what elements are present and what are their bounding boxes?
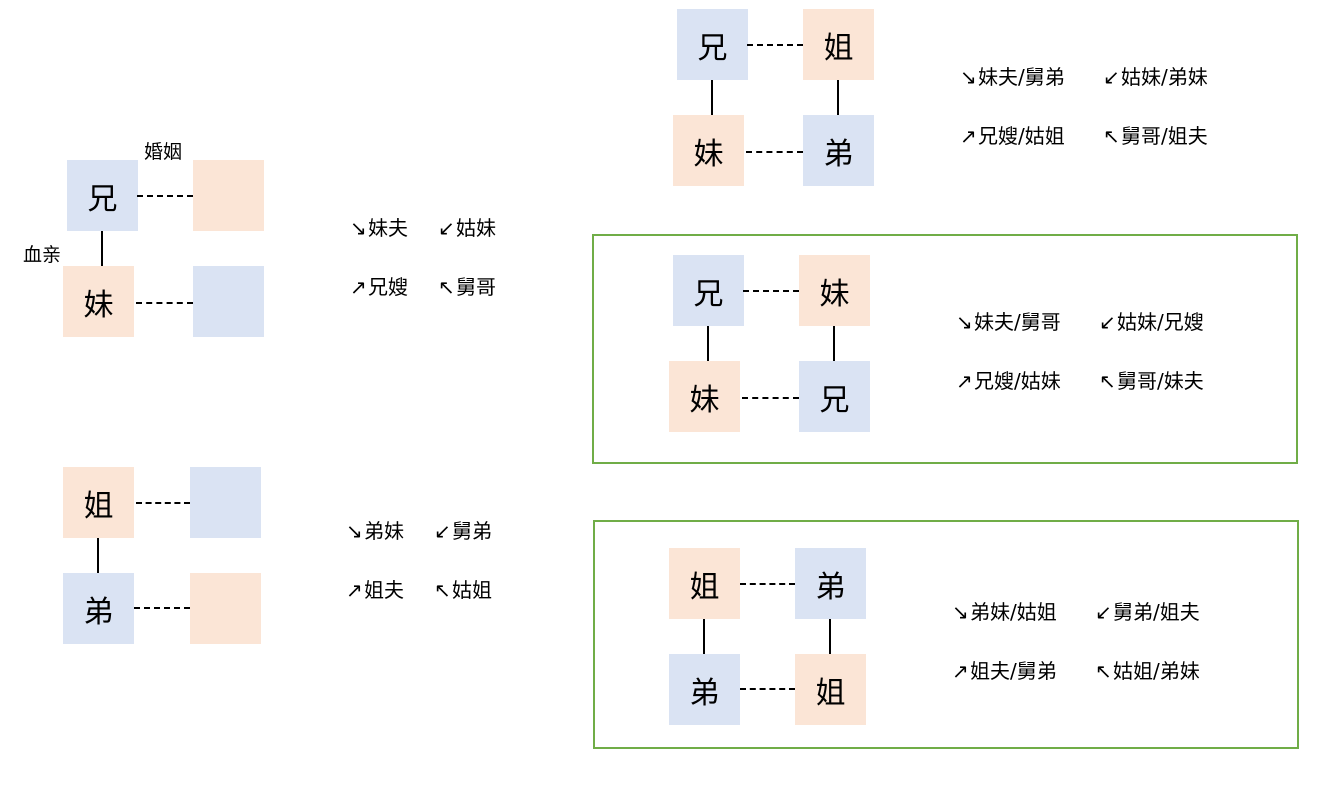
relation-sw: ↙舅弟 [434,519,492,543]
arrow-sw-icon: ↙ [1099,310,1116,334]
relation-sw: ↙姑妹/兄嫂 [1099,310,1204,334]
relation-se: ↘妹夫/舅哥 [956,310,1061,334]
arrow-ne-icon: ↗ [346,578,363,602]
blood-label: 血亲 [23,244,62,266]
arrow-nw-icon: ↖ [1099,369,1116,393]
spouse-box [190,573,261,644]
marriage-label: 婚姻 [144,141,183,163]
arrow-se-icon: ↘ [956,310,973,334]
marriage-dash [136,302,193,304]
marriage-dash [136,502,190,504]
marriage-dash [746,151,803,153]
relation-se: ↘弟妹/姑姐 [952,600,1057,624]
elder-brother-box: 兄 [673,255,744,326]
relation-nw: ↖舅哥/妹夫 [1099,369,1204,393]
younger-brother-box: 弟 [795,548,866,619]
elder-sister-box: 姐 [795,654,866,725]
elder-sister-box: 姐 [669,548,740,619]
elder-brother-box: 兄 [677,9,748,80]
blood-line [833,326,835,361]
arrow-nw-icon: ↖ [438,275,455,299]
diagram-4-frame [592,234,1298,464]
elder-sister-box: 姐 [63,467,134,538]
arrow-se-icon: ↘ [350,216,367,240]
marriage-dash [740,688,795,690]
blood-line [703,619,705,654]
elder-sister-box: 姐 [803,9,874,80]
arrow-nw-icon: ↖ [1095,659,1112,683]
relation-nw: ↖舅哥/姐夫 [1103,124,1208,148]
marriage-dash [743,290,799,292]
spouse-box [193,266,264,337]
diagram-5-frame [593,520,1299,749]
relation-se: ↘弟妹 [346,519,404,543]
blood-line [837,80,839,115]
arrow-ne-icon: ↗ [956,369,973,393]
relation-nw: ↖姑姐 [434,578,492,602]
blood-line [707,326,709,361]
arrow-se-icon: ↘ [960,65,977,89]
younger-sister-box: 妹 [669,361,740,432]
blood-line [711,80,713,115]
relation-sw: ↙姑妹/弟妹 [1103,65,1208,89]
arrow-ne-icon: ↗ [960,124,977,148]
arrow-sw-icon: ↙ [434,519,451,543]
arrow-nw-icon: ↖ [434,578,451,602]
arrow-se-icon: ↘ [952,600,969,624]
arrow-ne-icon: ↗ [350,275,367,299]
arrow-sw-icon: ↙ [1103,65,1120,89]
relation-ne: ↗兄嫂 [350,275,408,299]
spouse-box [190,467,261,538]
relation-sw: ↙舅弟/姐夫 [1095,600,1200,624]
relation-se: ↘妹夫/舅弟 [960,65,1065,89]
marriage-dash [134,607,190,609]
younger-brother-box: 弟 [63,573,134,644]
blood-line [101,231,103,267]
arrow-se-icon: ↘ [346,519,363,543]
relation-ne: ↗兄嫂/姑妹 [956,369,1061,393]
relation-ne: ↗姐夫 [346,578,404,602]
younger-sister-box: 妹 [673,115,744,186]
marriage-dash [742,397,799,399]
arrow-nw-icon: ↖ [1103,124,1120,148]
arrow-ne-icon: ↗ [952,659,969,683]
marriage-dash [747,44,803,46]
relation-nw: ↖姑姐/弟妹 [1095,659,1200,683]
spouse-box [193,160,264,231]
younger-sister-box: 妹 [799,255,870,326]
relation-sw: ↙姑妹 [438,216,496,240]
elder-brother-box: 兄 [799,361,870,432]
elder-brother-box: 兄 [67,160,138,231]
younger-brother-box: 弟 [803,115,874,186]
relation-nw: ↖舅哥 [438,275,496,299]
younger-sister-box: 妹 [63,266,134,337]
relation-se: ↘妹夫 [350,216,408,240]
relation-ne: ↗姐夫/舅弟 [952,659,1057,683]
younger-brother-box: 弟 [669,654,740,725]
blood-line [829,619,831,654]
arrow-sw-icon: ↙ [438,216,455,240]
arrow-sw-icon: ↙ [1095,600,1112,624]
marriage-dash [740,583,795,585]
relation-ne: ↗兄嫂/姑姐 [960,124,1065,148]
marriage-dash [137,195,193,197]
blood-line [97,538,99,574]
